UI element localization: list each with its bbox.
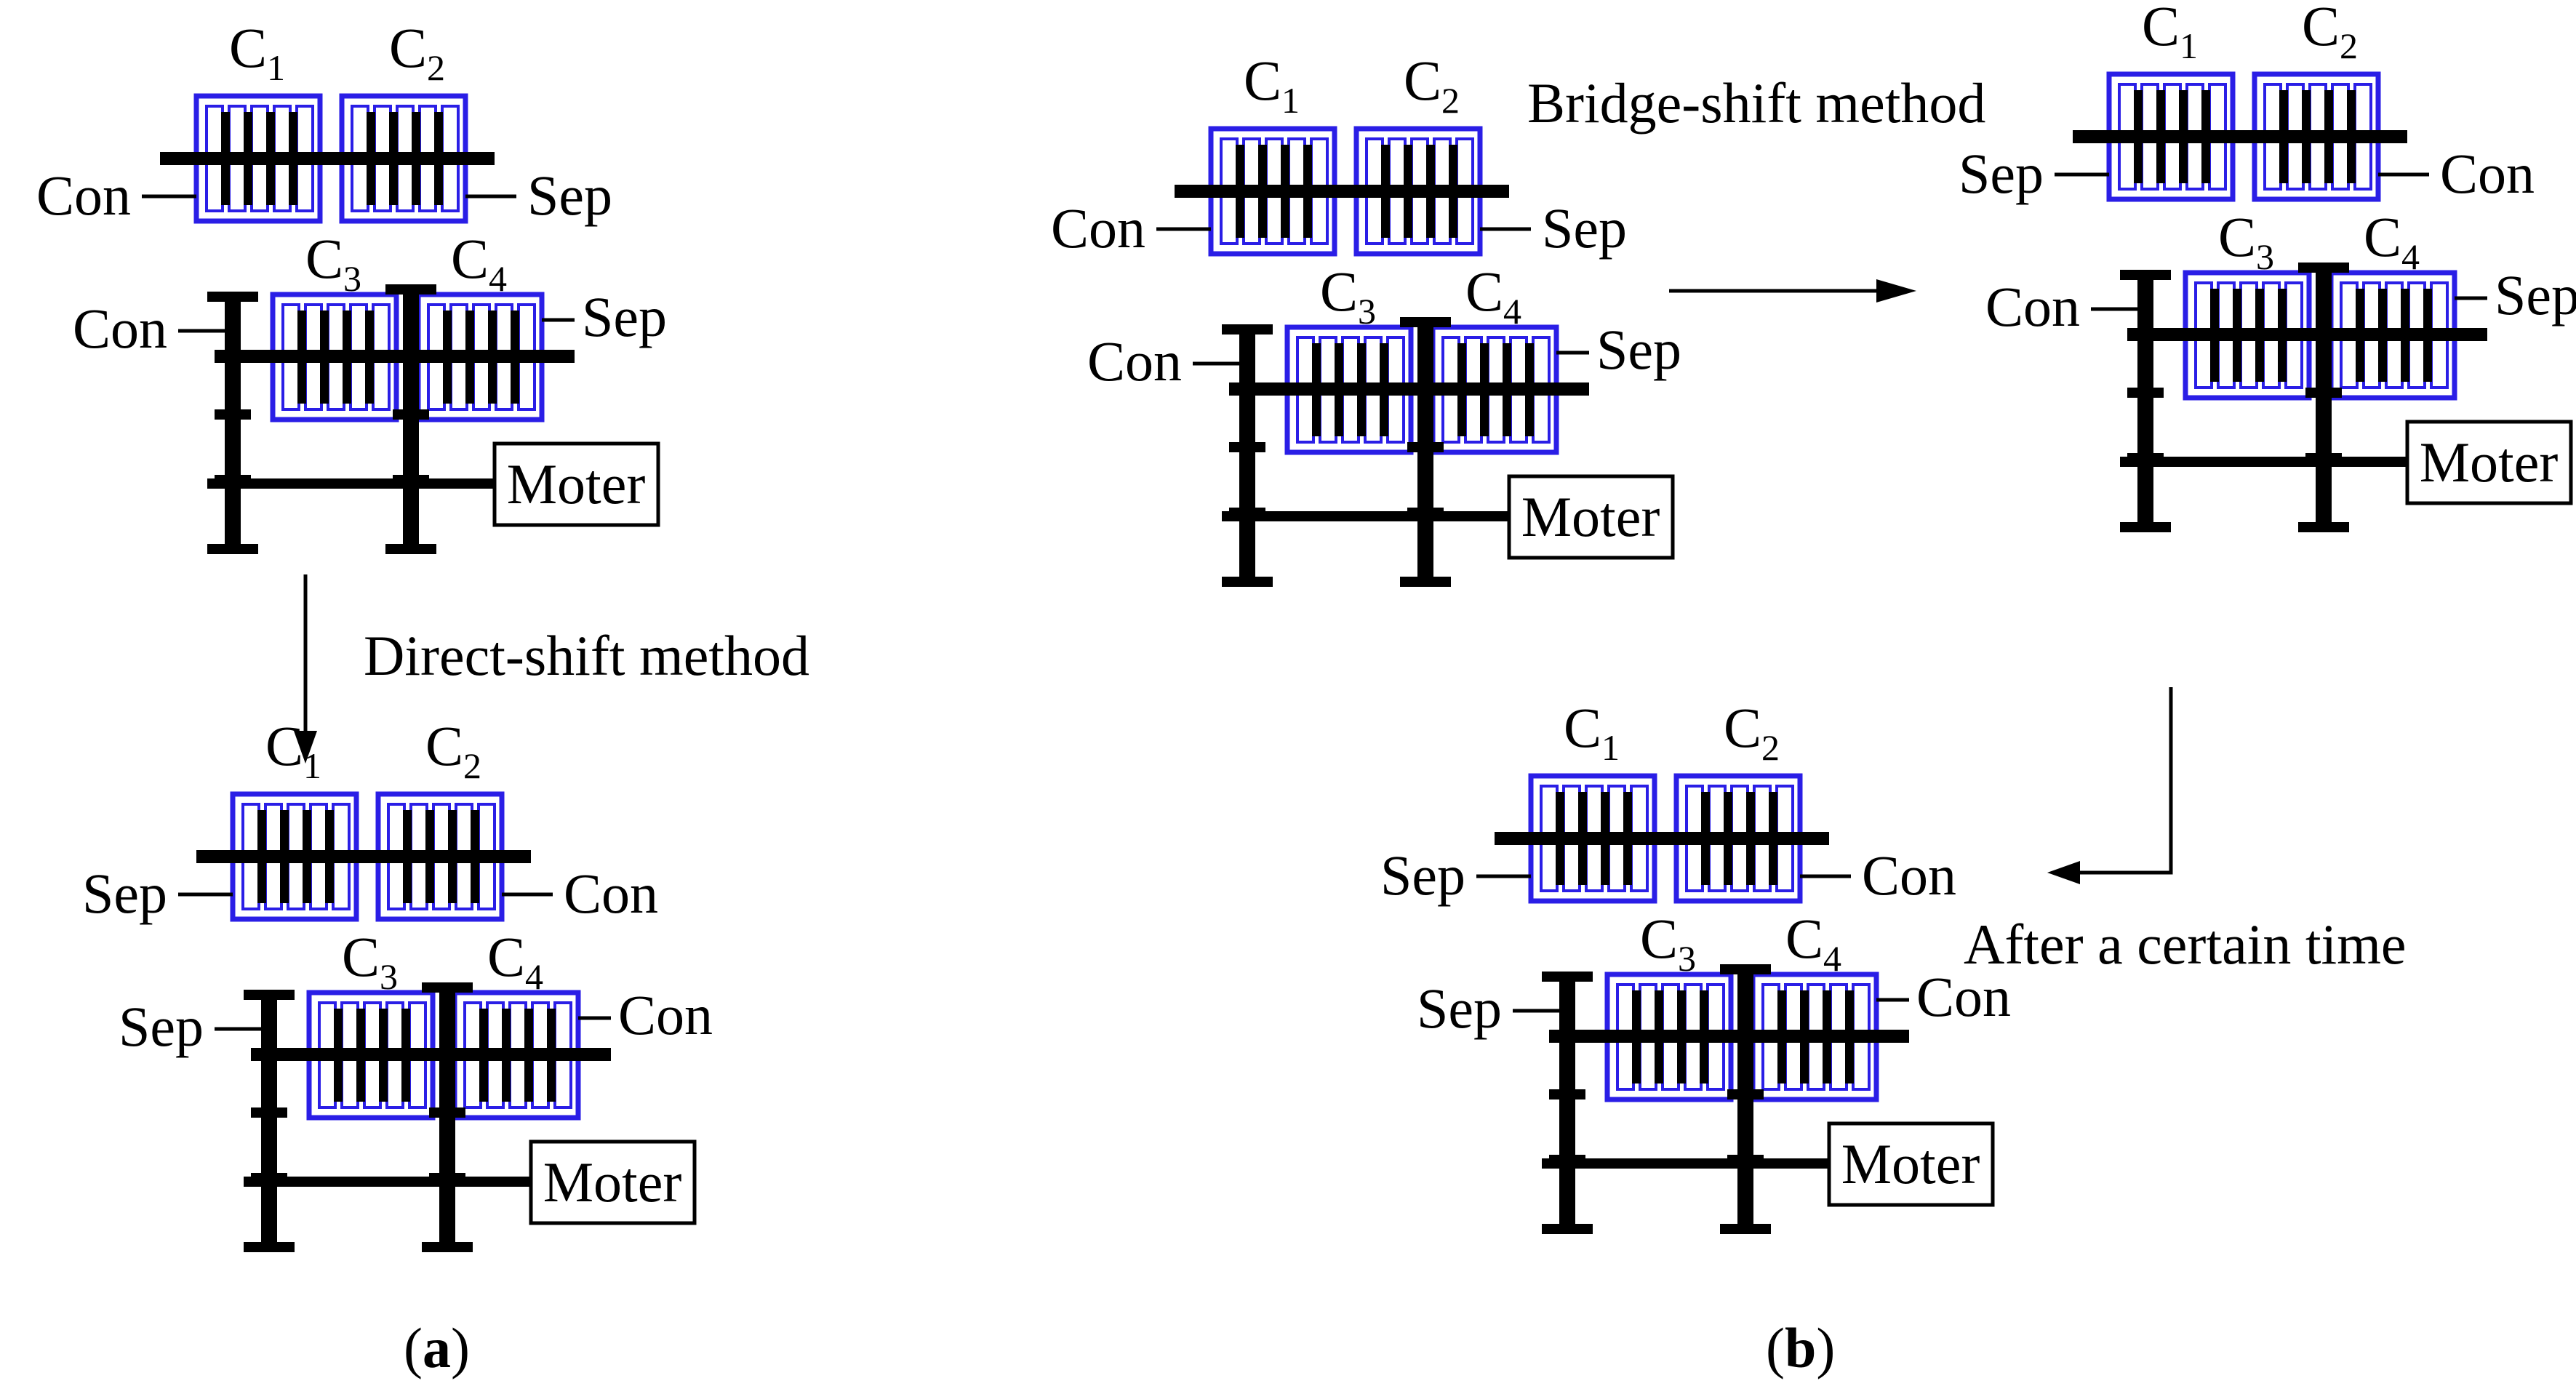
state-c4: Con <box>618 983 713 1046</box>
state-c4: Sep <box>582 285 667 348</box>
state-c3: Con <box>1985 275 2080 338</box>
label-c1: C1 <box>1244 49 1300 121</box>
bridge-shift-arrow <box>1669 279 1916 303</box>
after-time-arrow <box>2047 687 2173 884</box>
label-c4: C4 <box>451 227 507 299</box>
state-c3: Sep <box>1417 977 1502 1040</box>
label-c3: C3 <box>1640 907 1696 979</box>
label-c1: C1 <box>1564 696 1620 768</box>
bridge-shift-label: Bridge-shift method <box>1527 71 1985 135</box>
motor-label: Moter <box>1841 1132 1980 1195</box>
state-c2: Con <box>564 862 658 925</box>
direct-shift-label: Direct-shift method <box>364 624 809 687</box>
state-c1: Con <box>1051 196 1145 260</box>
clutch-c2 <box>1353 126 1483 257</box>
caption-a: (a) <box>404 1316 470 1379</box>
motor-label: Moter <box>2420 430 2559 494</box>
state-c1: Con <box>36 164 131 227</box>
state-c3: Con <box>73 297 167 360</box>
motor-box: Moter <box>1827 1121 1995 1207</box>
label-c3: C3 <box>305 227 361 299</box>
label-c3: C3 <box>342 925 398 997</box>
motor-box: Moter <box>529 1139 697 1225</box>
label-c2: C2 <box>1404 49 1460 121</box>
label-c4: C4 <box>1465 260 1521 332</box>
label-c2: C2 <box>1724 696 1780 768</box>
label-c2: C2 <box>389 16 445 88</box>
state-c2: Con <box>2440 142 2535 205</box>
state-c1: Sep <box>1380 844 1465 907</box>
after-time-label: After a certain time <box>1964 913 2407 976</box>
state-c4: Sep <box>2495 263 2576 327</box>
label-c3: C3 <box>1320 260 1376 332</box>
motor-box: Moter <box>492 441 660 527</box>
state-c4: Con <box>1916 965 2011 1028</box>
motor-label: Moter <box>507 452 646 516</box>
label-c2: C2 <box>2302 0 2358 66</box>
motor-label: Moter <box>543 1150 682 1214</box>
state-c2: Sep <box>1542 196 1627 260</box>
label-c1: C1 <box>229 16 285 88</box>
state-c1: Sep <box>1959 142 2044 205</box>
label-c2: C2 <box>425 714 481 786</box>
label-c1: C1 <box>2142 0 2198 66</box>
caption-b: (b) <box>1766 1316 1835 1379</box>
motor-label: Moter <box>1521 485 1660 548</box>
label-c3: C3 <box>2218 205 2274 277</box>
state-c2: Con <box>1862 844 1956 907</box>
label-c1: C1 <box>265 714 321 786</box>
motor-box: Moter <box>2405 420 2573 505</box>
state-c3: Sep <box>119 995 204 1058</box>
label-c4: C4 <box>1785 907 1841 979</box>
state-c4: Sep <box>1596 318 1681 381</box>
direct-shift-arrow <box>294 574 317 764</box>
label-c4: C4 <box>487 925 543 997</box>
motor-box: Moter <box>1507 474 1675 560</box>
state-c1: Sep <box>82 862 167 925</box>
state-c2: Sep <box>527 164 612 227</box>
state-c3: Con <box>1087 329 1182 393</box>
label-c4: C4 <box>2364 205 2420 277</box>
